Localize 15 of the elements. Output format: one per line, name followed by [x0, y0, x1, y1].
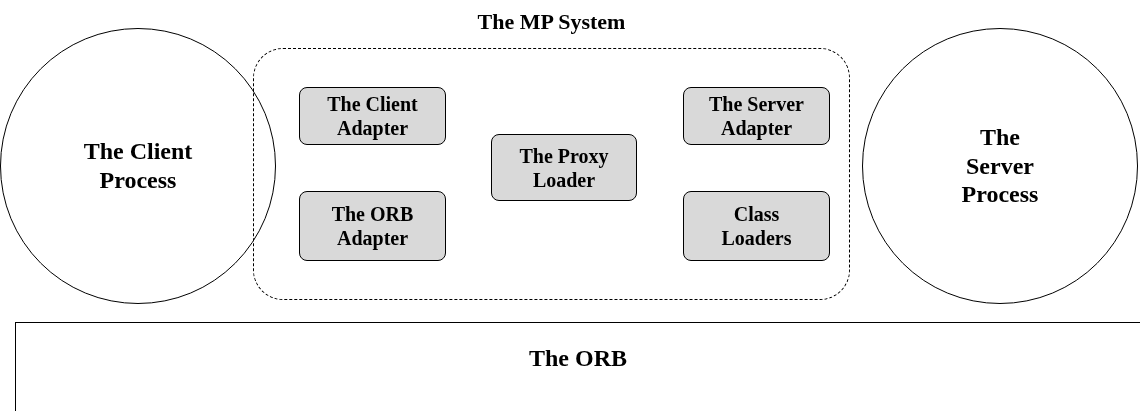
node-label: The Proxy Loader — [518, 143, 610, 192]
node-label: The Client Adapter — [326, 92, 419, 140]
node-label: The ORB — [529, 345, 627, 372]
component-box — [299, 87, 446, 145]
component-box — [299, 191, 446, 261]
layer-band — [15, 322, 1140, 411]
node-label: The Server Process — [960, 122, 1040, 210]
node-label: The Server Adapter — [708, 92, 805, 140]
group-title: The MP System — [476, 9, 627, 35]
component-box — [491, 134, 637, 201]
node-label: Class Loaders — [720, 202, 793, 250]
component-box — [683, 191, 830, 261]
node-label: The Client Process — [82, 137, 194, 195]
component-box — [683, 87, 830, 145]
node-label: The ORB Adapter — [330, 202, 415, 250]
